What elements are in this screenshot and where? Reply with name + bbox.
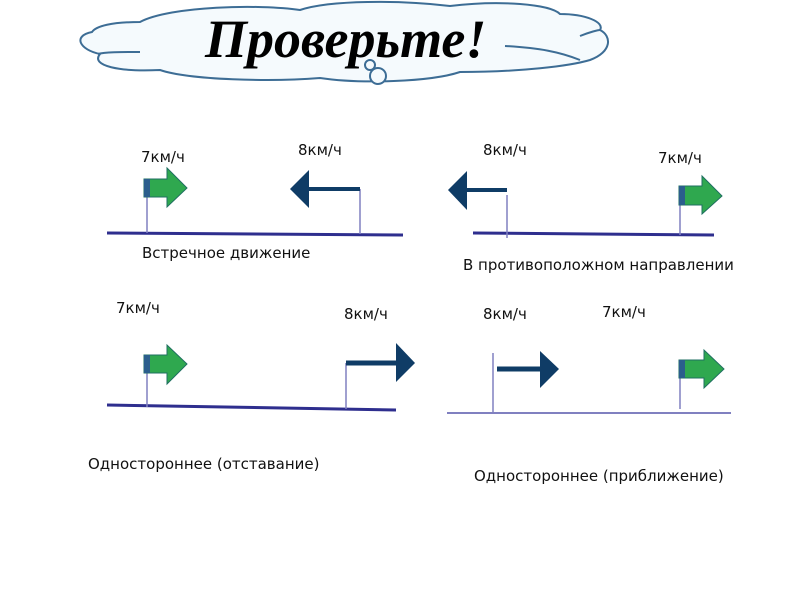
road-line xyxy=(472,231,715,237)
green-arrow-right-icon xyxy=(143,343,188,386)
dark-arrow-right-icon xyxy=(497,351,559,388)
green-arrow-right-icon xyxy=(143,166,188,209)
cloud-inner-curve-left xyxy=(97,51,141,55)
dark-arrow-left-icon xyxy=(448,171,507,210)
caption-one-way-lagging: Одностороннее (отставание) xyxy=(88,455,320,473)
page-title: Проверьте! xyxy=(205,9,487,69)
green-arrow-right-icon xyxy=(678,174,723,216)
panel-one-way-lagging xyxy=(106,343,415,412)
cloud-shape xyxy=(79,0,609,83)
speed-label: 7км/ч xyxy=(116,299,160,317)
road-line xyxy=(106,231,404,237)
thought-bubble-large xyxy=(369,67,387,85)
caption-one-way-approaching: Одностороннее (приближение) xyxy=(474,467,724,485)
cloud-inner-curve-top-right xyxy=(579,29,601,37)
speed-label: 8км/ч xyxy=(344,305,388,323)
title-cloud xyxy=(79,0,609,85)
speed-label: 7км/ч xyxy=(658,149,702,167)
speed-label: 8км/ч xyxy=(483,305,527,323)
road-line xyxy=(106,403,397,412)
speed-label: 8км/ч xyxy=(483,141,527,159)
green-arrow-right-icon xyxy=(678,348,725,390)
cloud-inner-curve-right xyxy=(504,45,581,61)
caption-opposite: В противоположном направлении xyxy=(463,256,734,274)
dark-arrow-right-icon xyxy=(346,343,415,382)
speed-label: 7км/ч xyxy=(602,303,646,321)
panel-oncoming xyxy=(106,166,404,237)
thought-bubble-small xyxy=(364,59,376,71)
caption-oncoming: Встречное движение xyxy=(142,244,311,262)
speed-label: 7км/ч xyxy=(141,148,185,166)
panel-one-way-approaching xyxy=(447,348,731,414)
dark-arrow-left-icon xyxy=(290,170,360,208)
speed-label: 8км/ч xyxy=(298,141,342,159)
panel-opposite xyxy=(448,171,723,238)
